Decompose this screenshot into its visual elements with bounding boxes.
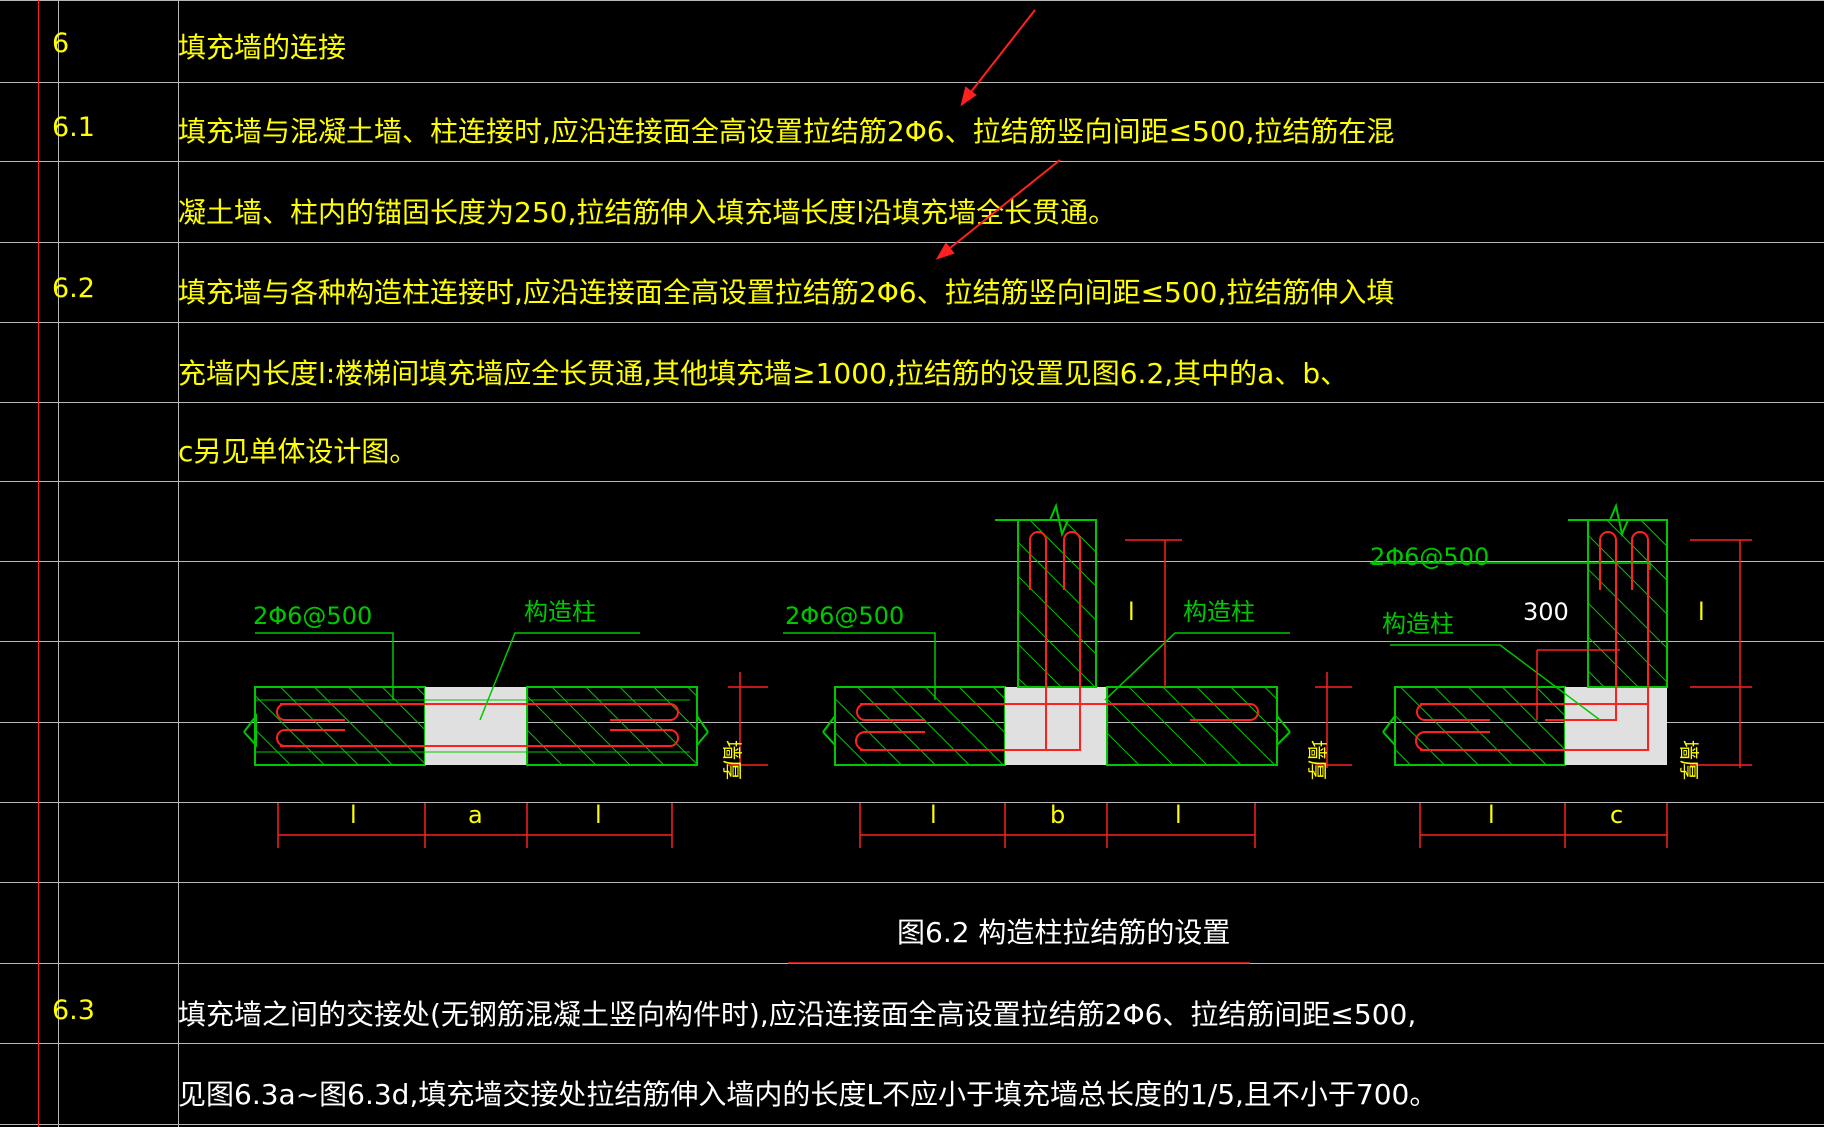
column-label: 构造柱 <box>1382 610 1454 638</box>
dim-label: l <box>1488 801 1495 829</box>
paragraph-line: 凝土墙、柱内的锚固长度为250,拉结筋伸入填充墙长度l沿填充墙全长贯通。 <box>178 196 1117 229</box>
wall-label: 墙厚 <box>720 740 744 780</box>
break-line <box>1276 713 1291 748</box>
dim-label: l <box>930 801 937 829</box>
grid-line <box>0 802 1824 803</box>
dim-300-label: 300 <box>1523 598 1569 626</box>
grid-line <box>0 161 1824 162</box>
rebar-label: 2Φ6@500 <box>785 602 904 630</box>
red-arrow-head <box>935 242 955 260</box>
column-label: 构造柱 <box>1183 598 1255 626</box>
red-arrow-head <box>960 86 977 107</box>
break-line <box>822 713 836 748</box>
paragraph-line: 见图6.3a~图6.3d,填充墙交接处拉结筋伸入墙内的长度L不应小于填充墙总长度… <box>178 1078 1438 1111</box>
paragraph-line: 充墙内长度l:楼梯间填充墙应全长贯通,其他填充墙≥1000,拉结筋的设置见图6.… <box>178 357 1349 390</box>
paragraph-line: 填充墙与各种构造柱连接时,应沿连接面全高设置拉结筋2Φ6、拉结筋竖向间距≤500… <box>178 276 1395 309</box>
column-divider <box>178 0 179 1127</box>
break-line <box>1382 713 1396 748</box>
infill-wall-vertical <box>1587 519 1668 688</box>
infill-wall <box>1106 686 1278 766</box>
grid-line <box>0 1043 1824 1044</box>
section-number: 6 <box>52 28 70 59</box>
red-arrow-shaft <box>966 9 1036 98</box>
paragraph-line: 填充墙与混凝土墙、柱连接时,应沿连接面全高设置拉结筋2Φ6、拉结筋竖向间距≤50… <box>178 115 1395 148</box>
grid-line <box>0 882 1824 883</box>
grid-line <box>0 242 1824 243</box>
structural-column <box>1005 687 1107 765</box>
section-title: 填充墙的连接 <box>178 31 347 64</box>
column-divider <box>58 0 59 1127</box>
item-number: 6.1 <box>52 112 95 143</box>
infill-wall <box>834 686 1006 766</box>
detail-a: 2Φ6@500 构造柱 l a l 墙厚 <box>243 598 768 848</box>
wall-label: 墙厚 <box>1305 740 1329 780</box>
paragraph-line: c另见单体设计图。 <box>178 435 418 468</box>
grid-line <box>0 641 1824 642</box>
rebar-label: 2Φ6@500 <box>253 602 372 630</box>
rebar <box>855 531 1259 751</box>
infill-wall <box>1394 686 1566 766</box>
dim-label: l <box>350 801 357 829</box>
paragraph-line: 填充墙之间的交接处(无钢筋混凝土竖向构件时),应沿连接面全高设置拉结筋2Φ6、拉… <box>178 998 1417 1031</box>
dim-label: l <box>1128 598 1135 626</box>
break-line <box>696 712 709 748</box>
structural-column <box>425 687 527 765</box>
item-number: 6.2 <box>52 273 95 304</box>
grid-line <box>0 402 1824 403</box>
dim-label: l <box>595 801 602 829</box>
grid-line <box>0 0 1824 1</box>
grid-line <box>0 481 1824 482</box>
rebar <box>1415 531 1649 751</box>
wall-edge <box>256 699 690 753</box>
item-number: 6.3 <box>52 995 95 1026</box>
break-line <box>243 713 257 748</box>
grid-line <box>0 1124 1824 1125</box>
detail-b: 2Φ6@500 构造柱 l b l 墙厚 l <box>783 502 1352 848</box>
grid-line <box>0 322 1824 323</box>
figure-caption: 图6.2 构造柱拉结筋的设置 <box>897 916 1231 949</box>
margin-line <box>38 0 39 1127</box>
dim-label: c <box>1610 801 1623 829</box>
grid-line <box>0 82 1824 83</box>
detail-c: 2Φ6@500 构造柱 300 l c l 墙厚 <box>1370 502 1752 848</box>
infill-wall <box>254 686 426 766</box>
grid-line <box>0 561 1824 562</box>
dim-label: l <box>1175 801 1182 829</box>
break-line <box>995 502 1097 538</box>
dim-label: a <box>468 801 483 829</box>
rebar <box>276 703 679 747</box>
dim-label: l <box>1698 598 1705 626</box>
dim-label: b <box>1050 801 1065 829</box>
red-arrow-shaft <box>944 159 1061 253</box>
wall-label: 墙厚 <box>1677 740 1701 780</box>
infill-wall <box>526 686 698 766</box>
column-label: 构造柱 <box>524 598 596 626</box>
break-line <box>1568 502 1667 538</box>
rebar-label: 2Φ6@500 <box>1370 543 1489 571</box>
